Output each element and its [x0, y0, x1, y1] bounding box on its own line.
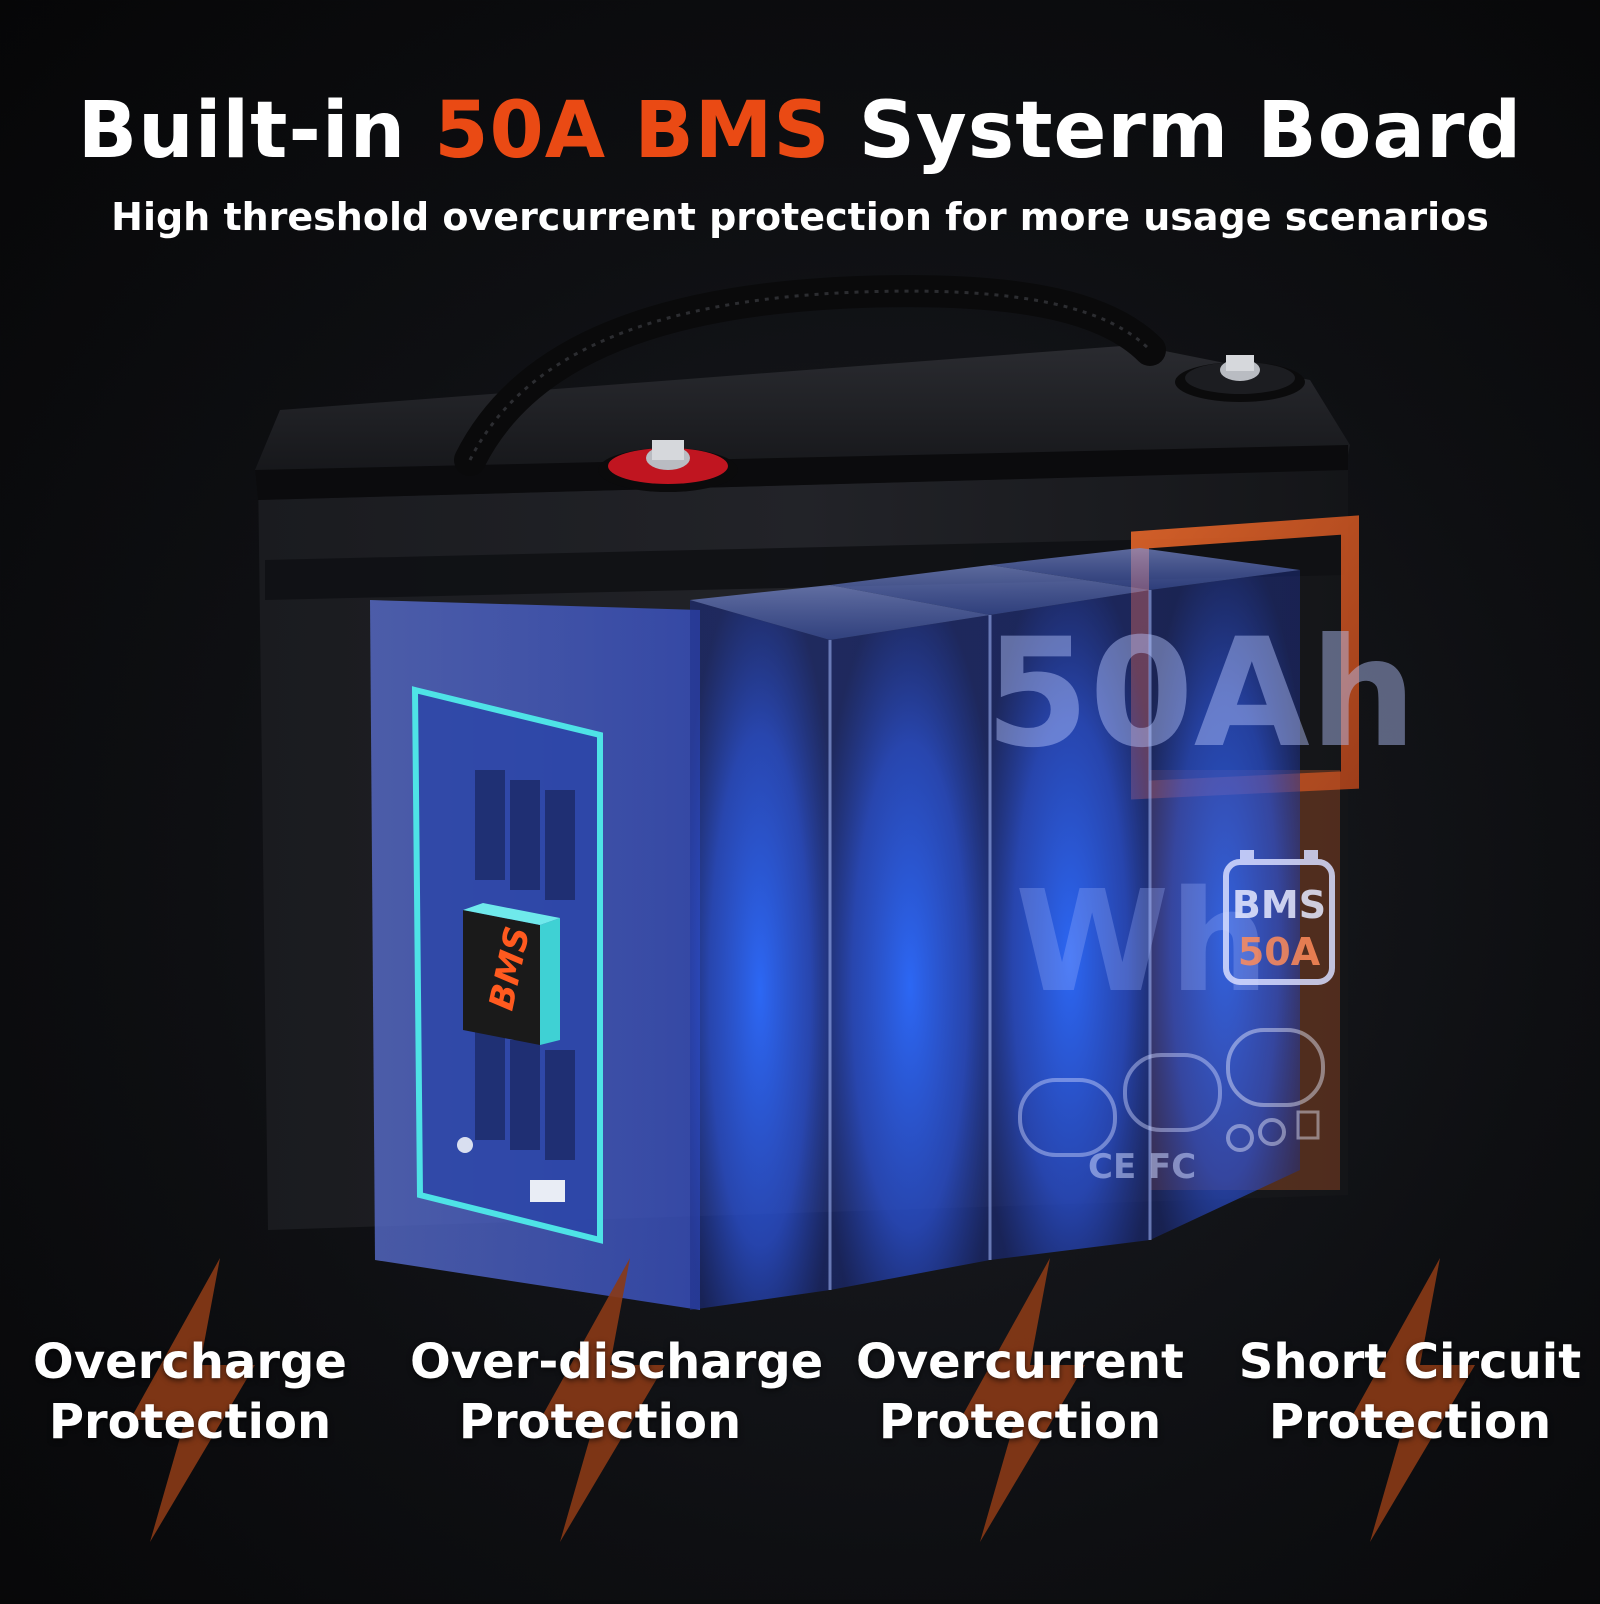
- feature-line1: Short Circuit: [1238, 1334, 1582, 1390]
- badge-line1: BMS: [1232, 883, 1326, 927]
- title-highlight: 50A BMS: [434, 86, 831, 176]
- title-suffix: Systerm Board: [858, 86, 1523, 176]
- page-title: Built-in 50A BMS Systerm Board: [0, 92, 1600, 170]
- feature-line2: Protection: [48, 1394, 332, 1450]
- bms-50a-badge: BMS 50A: [1223, 850, 1335, 985]
- application-icons: [1018, 1028, 1325, 1157]
- battery-handle: [454, 275, 1166, 476]
- boat-icon: [1123, 1053, 1222, 1132]
- feature-over-discharge: Over-discharge Protection: [410, 1250, 824, 1550]
- capacity-label: 50Ah: [985, 607, 1417, 781]
- protection-features: Overcharge Protection Over-discharge Pro…: [0, 1250, 1600, 1550]
- rv-icon: [1018, 1078, 1117, 1157]
- no-fire-icon: [1258, 1118, 1286, 1146]
- feature-short-circuit: Short Circuit Protection: [1220, 1250, 1600, 1550]
- feature-label: Overcharge Protection: [0, 1332, 380, 1452]
- page-subtitle: High threshold overcurrent protection fo…: [111, 195, 1489, 239]
- feature-line1: Overcurrent: [856, 1334, 1184, 1390]
- title-prefix: Built-in: [77, 86, 407, 176]
- lightning-bolt-icon: [540, 1258, 665, 1542]
- cert-marks: CE FC: [1088, 1147, 1196, 1187]
- feature-line1: Overcharge: [33, 1334, 347, 1390]
- feature-line1: Over-discharge: [410, 1334, 824, 1390]
- solar-home-icon: [1226, 1028, 1325, 1107]
- feature-overcharge: Overcharge Protection: [0, 1250, 380, 1550]
- bms-circuit-board: BMS: [411, 686, 603, 1244]
- lightning-bolt-icon: [960, 1258, 1085, 1542]
- feature-line2: Protection: [458, 1394, 742, 1450]
- feature-overcurrent: Overcurrent Protection: [830, 1250, 1210, 1550]
- feature-line2: Protection: [878, 1394, 1162, 1450]
- feature-label: Over-discharge Protection: [410, 1332, 824, 1452]
- feature-label: Overcurrent Protection: [830, 1332, 1210, 1452]
- feature-line2: Protection: [1268, 1394, 1552, 1450]
- recycle-icon: [1226, 1124, 1254, 1152]
- lightning-bolt-icon: [130, 1258, 255, 1542]
- lightning-bolt-icon: [1350, 1258, 1475, 1542]
- badge-line2: 50A: [1238, 930, 1321, 974]
- feature-label: Short Circuit Protection: [1220, 1332, 1600, 1452]
- no-trash-icon: [1296, 1110, 1320, 1140]
